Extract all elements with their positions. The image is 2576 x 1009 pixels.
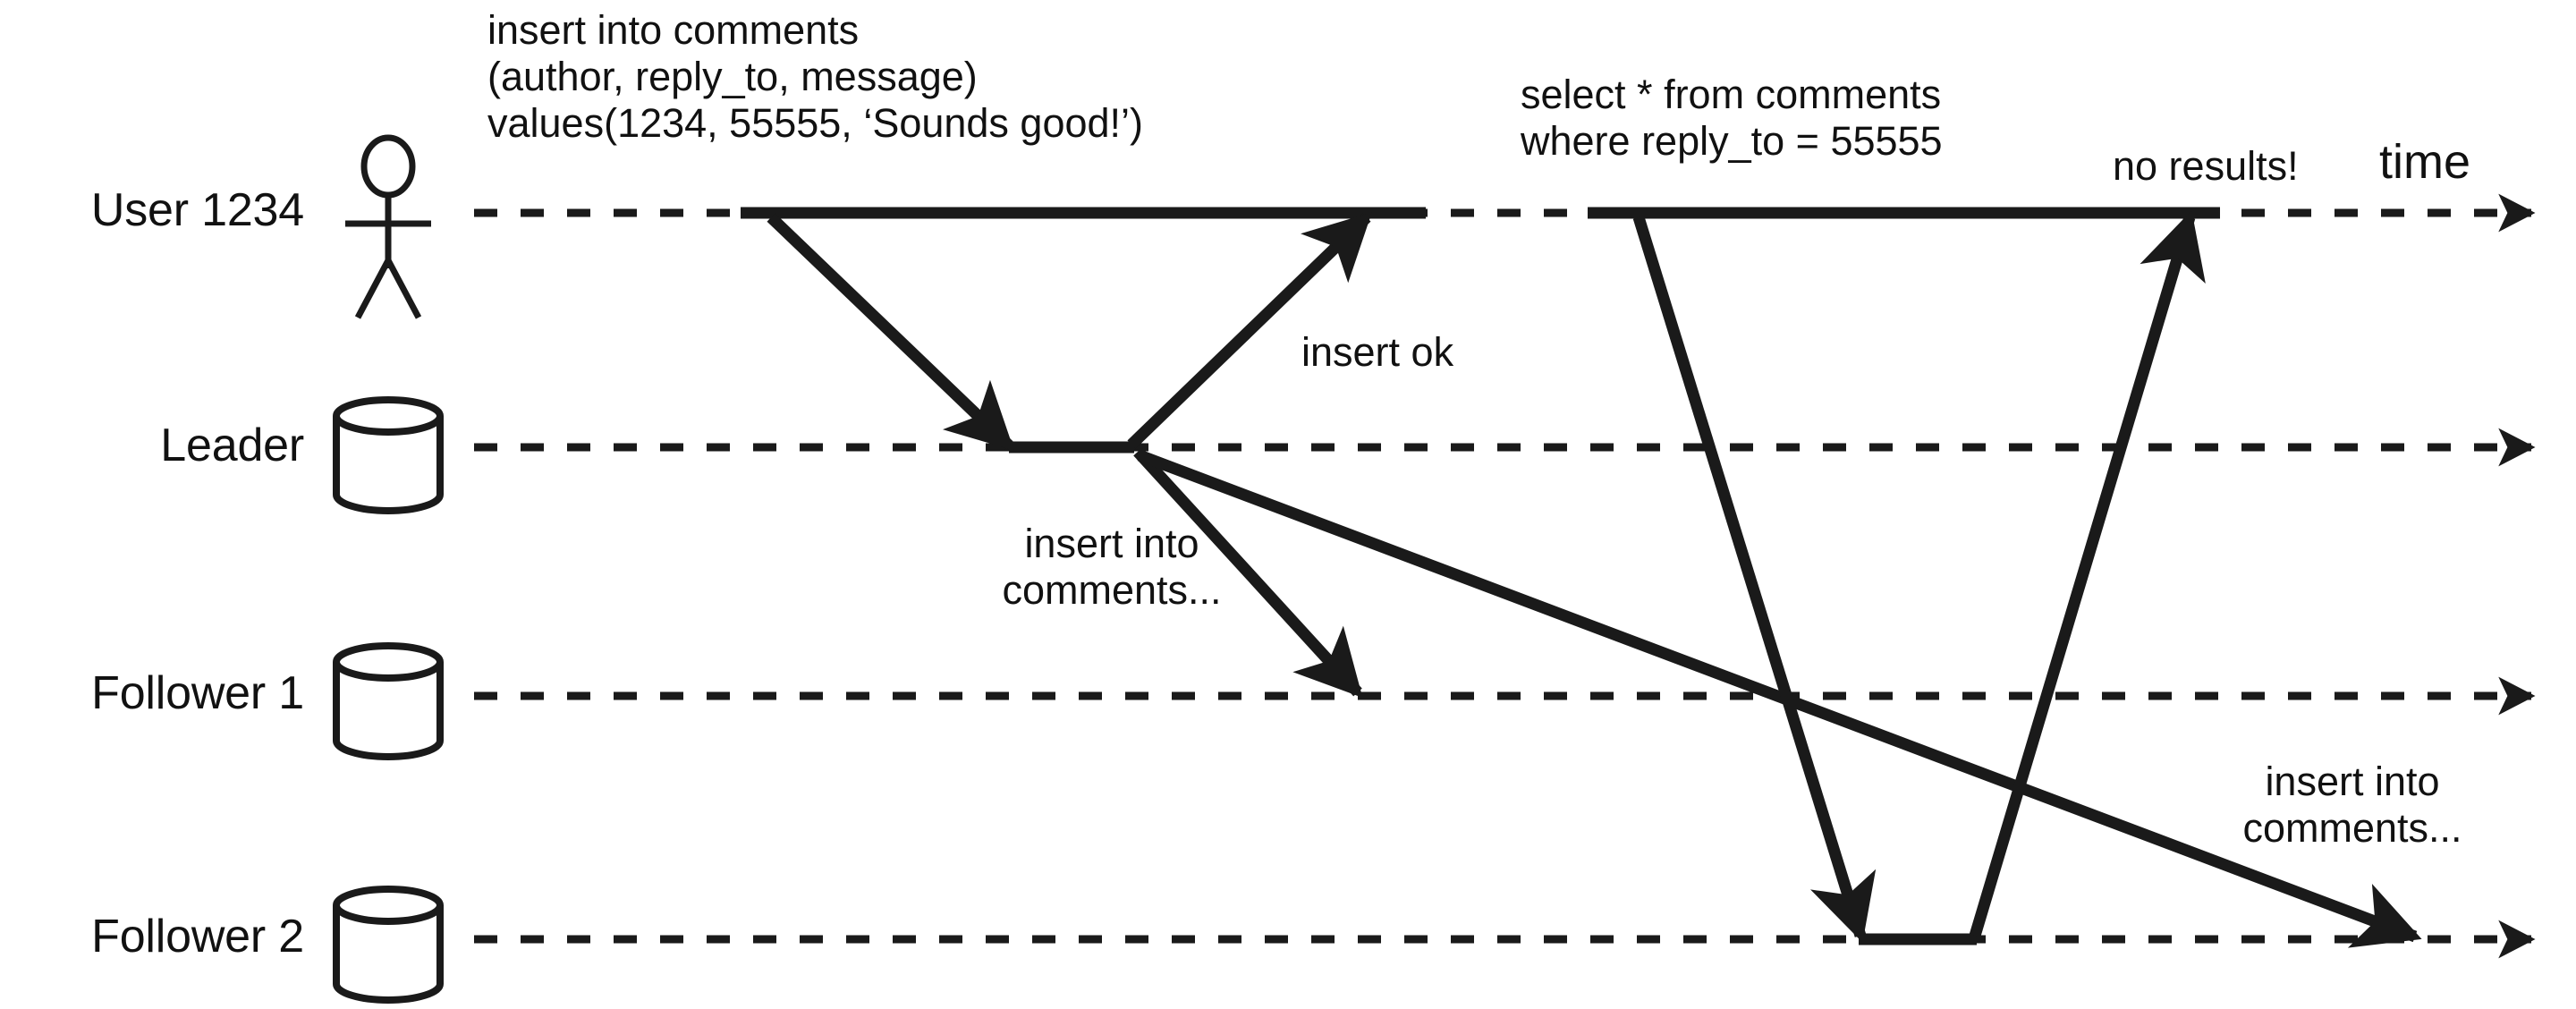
note-replicate-follower-1: insert into comments... xyxy=(1002,521,1222,614)
message-insert-user-to-leader xyxy=(767,213,1014,451)
message-insert-ok-leader-to-user xyxy=(1127,212,1372,449)
time-axis-label: time xyxy=(2379,135,2471,189)
actor-stick-figure-icon xyxy=(345,134,431,319)
participant-label-follower-1: Follower 1 xyxy=(91,667,304,719)
database-cylinder-icon-follower-2 xyxy=(333,886,444,1004)
database-cylinder-icon-leader xyxy=(333,396,444,514)
participant-label-user-1234: User 1234 xyxy=(90,184,304,236)
note-no-results: no results! xyxy=(2113,143,2299,189)
message-no-results-follower-2-to-user xyxy=(1969,210,2206,937)
database-cylinder-icon-follower-1 xyxy=(333,642,444,760)
note-replicate-follower-2: insert into comments... xyxy=(2242,759,2462,852)
message-replicate-leader-to-follower-2 xyxy=(1137,449,2422,948)
message-replicate-leader-to-follower-1 xyxy=(1133,447,1363,698)
note-insert-ok: insert ok xyxy=(1301,329,1454,375)
participant-label-leader: Leader xyxy=(160,420,304,471)
participant-label-follower-2: Follower 2 xyxy=(91,911,304,962)
message-select-user-to-follower-2 xyxy=(1632,216,1877,943)
note-write-query: insert into comments (author, reply_to, … xyxy=(487,7,1144,147)
note-read-query: select * from comments where reply_to = … xyxy=(1521,72,1943,165)
